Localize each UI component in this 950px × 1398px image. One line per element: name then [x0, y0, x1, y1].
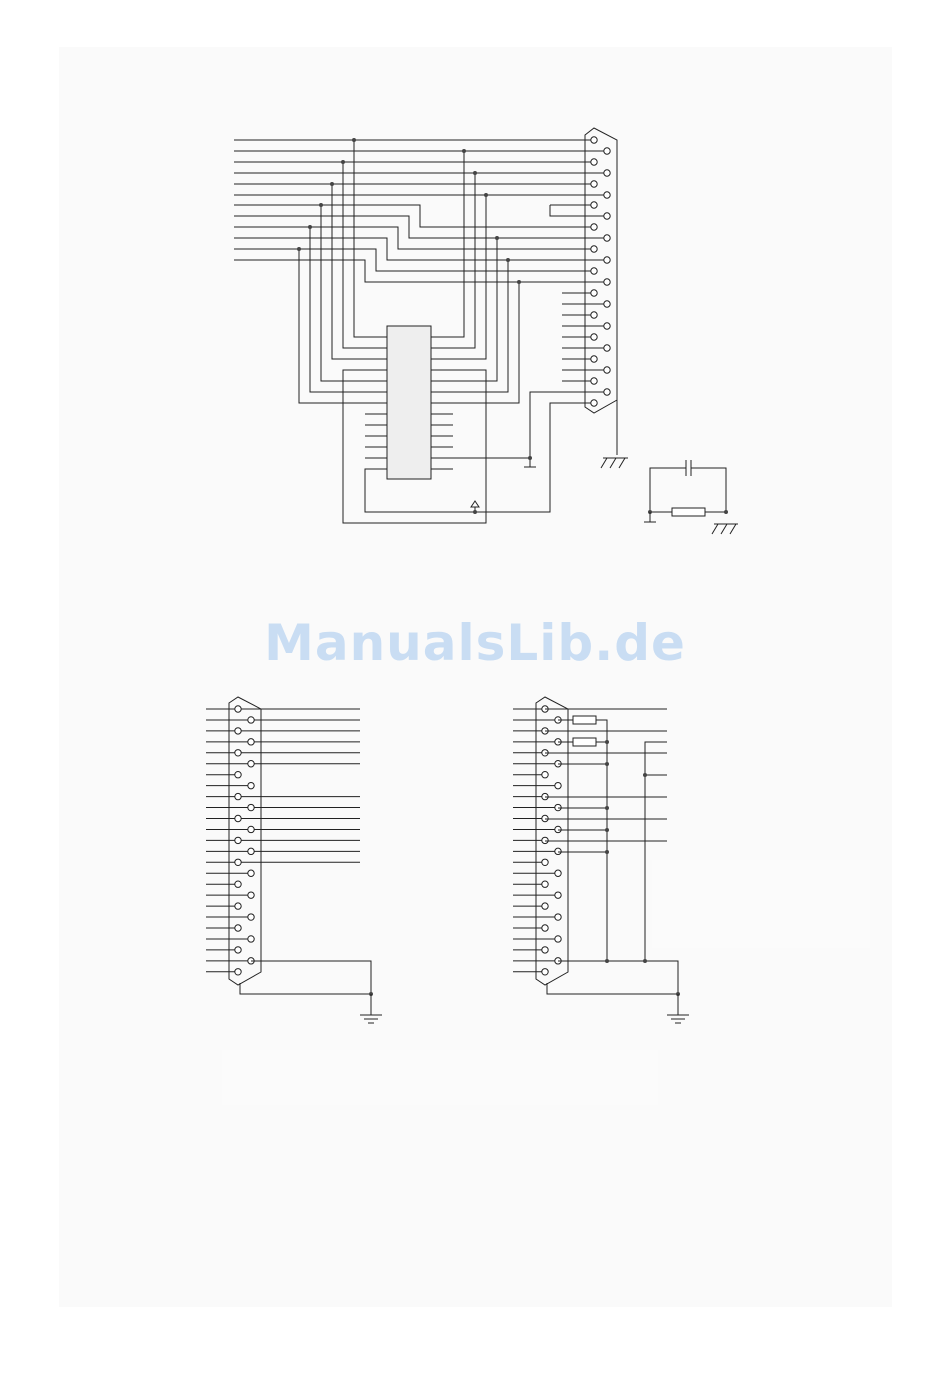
bottom-left-connector-shell [229, 697, 261, 985]
connector-pin [235, 793, 241, 799]
connector-pin [235, 750, 241, 756]
connector-pin [248, 914, 254, 920]
bottom-left-schematic [206, 697, 382, 1023]
connector-pin [555, 848, 561, 854]
connector-pin [248, 739, 254, 745]
connector-pin [235, 881, 241, 887]
connector-pin [542, 772, 548, 778]
connector-pin [555, 870, 561, 876]
connector-pin [248, 761, 254, 767]
connector-pin [248, 782, 254, 788]
connector-pin [542, 969, 548, 975]
connector-pin [235, 706, 241, 712]
connector-pin [235, 903, 241, 909]
connector-pin [248, 826, 254, 832]
connector-pin [542, 925, 548, 931]
connector-pin [248, 870, 254, 876]
watermark: ManualsLib.de [0, 614, 950, 672]
connector-pin [248, 892, 254, 898]
connector-pin [248, 717, 254, 723]
connector-pin [235, 837, 241, 843]
connector-pin [555, 914, 561, 920]
connector-pin [235, 947, 241, 953]
connector-pin [235, 925, 241, 931]
connector-pin [248, 848, 254, 854]
ic-chip [387, 326, 431, 479]
connector-pin [542, 881, 548, 887]
connector-pin [235, 969, 241, 975]
connector-pin [542, 859, 548, 865]
connector-pin [542, 947, 548, 953]
connector-pin [248, 936, 254, 942]
connector-pin [542, 837, 548, 843]
rc-network [644, 460, 738, 534]
connector-pin [555, 826, 561, 832]
connector-pin [542, 903, 548, 909]
connector-pin [248, 804, 254, 810]
connector-pin [235, 815, 241, 821]
connector-pin [235, 772, 241, 778]
connector-pin [555, 936, 561, 942]
connector-pin [555, 782, 561, 788]
top-schematic [234, 128, 738, 534]
connector-pin [235, 728, 241, 734]
connector-pin [555, 892, 561, 898]
top-connector-pins [591, 137, 610, 406]
connector-pin [235, 859, 241, 865]
